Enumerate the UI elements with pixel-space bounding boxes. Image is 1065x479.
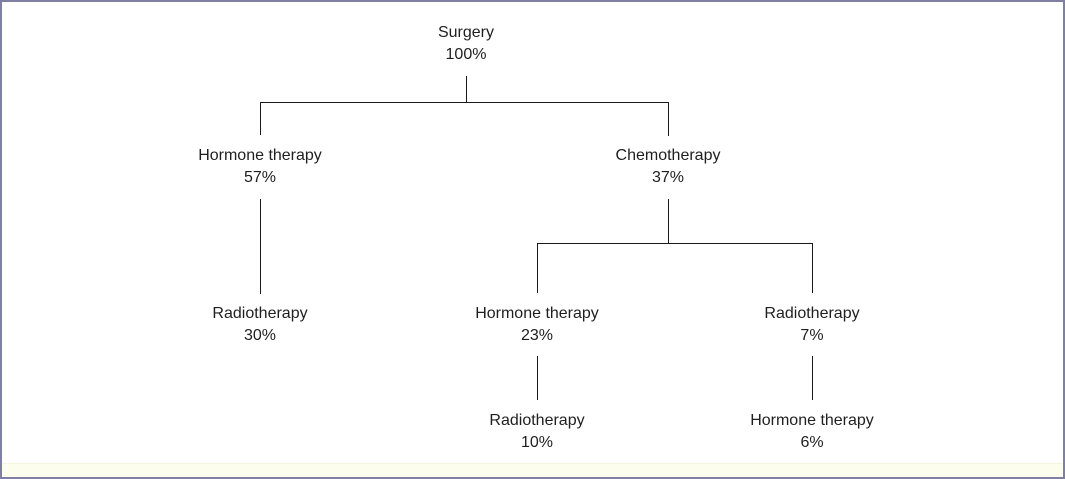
bottom-strip: [2, 463, 1063, 477]
node-surgery-value: 100%: [445, 46, 487, 63]
node-hormone-therapy-23-value: 23%: [520, 327, 554, 344]
connector-to-radio-7: [812, 243, 813, 293]
node-surgery-label: Surgery: [437, 24, 495, 41]
connector-surgery-children-horizontal: [260, 102, 669, 103]
node-hormone-therapy-57-label: Hormone therapy: [198, 147, 322, 164]
node-radiotherapy-10-label: Radiotherapy: [489, 412, 585, 429]
node-chemotherapy-37-value: 37%: [651, 169, 685, 186]
node-hormone-therapy-6-label: Hormone therapy: [750, 412, 874, 429]
connector-chemotherapy-down: [668, 199, 669, 244]
node-hormone-therapy-57-value: 57%: [243, 169, 277, 186]
node-surgery: Surgery 100%: [438, 22, 494, 66]
connector-to-chemotherapy-37: [668, 102, 669, 136]
connector-surgery-down: [466, 76, 467, 103]
node-hormone-therapy-6: Hormone therapy 6%: [750, 410, 874, 454]
node-radiotherapy-7-label: Radiotherapy: [764, 305, 860, 322]
connector-radio-7-to-hormone-6: [812, 356, 813, 400]
node-chemotherapy-37-label: Chemotherapy: [615, 147, 721, 164]
node-chemotherapy-37: Chemotherapy 37%: [616, 145, 721, 189]
node-radiotherapy-10-value: 10%: [520, 434, 554, 451]
node-hormone-therapy-6-value: 6%: [800, 434, 824, 451]
connector-to-hormone-23: [537, 243, 538, 293]
node-radiotherapy-30-label: Radiotherapy: [212, 305, 308, 322]
node-hormone-therapy-23: Hormone therapy 23%: [475, 303, 599, 347]
node-hormone-therapy-23-label: Hormone therapy: [475, 305, 599, 322]
node-radiotherapy-7-value: 7%: [800, 327, 824, 344]
node-radiotherapy-10: Radiotherapy 10%: [489, 410, 584, 454]
node-radiotherapy-30-value: 30%: [243, 327, 277, 344]
connector-to-hormone-57: [260, 102, 261, 135]
node-hormone-therapy-57: Hormone therapy 57%: [198, 145, 322, 189]
connector-hormone-57-to-radio-30: [260, 199, 261, 294]
connector-hormone-23-to-radio-10: [537, 356, 538, 400]
connector-chemotherapy-children-horizontal: [537, 243, 813, 244]
node-radiotherapy-30: Radiotherapy 30%: [212, 303, 307, 347]
node-radiotherapy-7: Radiotherapy 7%: [764, 303, 859, 347]
